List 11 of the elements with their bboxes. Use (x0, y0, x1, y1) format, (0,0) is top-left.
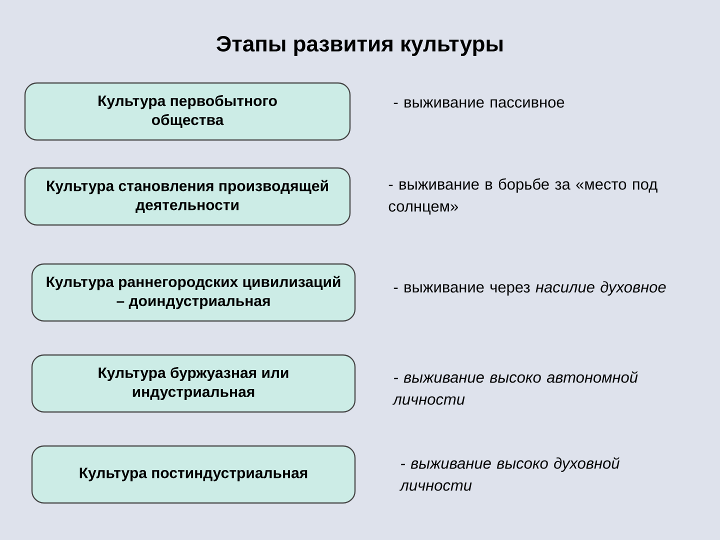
title: Этапы развития культуры (216, 36, 502, 56)
stage-box: Культура постиндустриальная (31, 445, 356, 504)
stage-box: Культура первобытного общества (24, 82, 351, 141)
stage-box: Культура становления производящей деятельности (24, 167, 351, 226)
stage-description: - выживание в борьбе за «место под солнцем» (388, 178, 658, 215)
stage-description: - выживание высоко автономной личности (392, 371, 638, 405)
stage-box: Культура раннегородских цивилизаций – доиндустриальная (31, 263, 356, 322)
stage-description: - выживание пассивное (394, 99, 564, 108)
stage-description: - выживание через насилие духовное (394, 281, 666, 296)
stage-box: Культура буржуазная или индустриальная (31, 354, 356, 413)
stage-description: - выживание высоко духовной личности (399, 457, 620, 491)
